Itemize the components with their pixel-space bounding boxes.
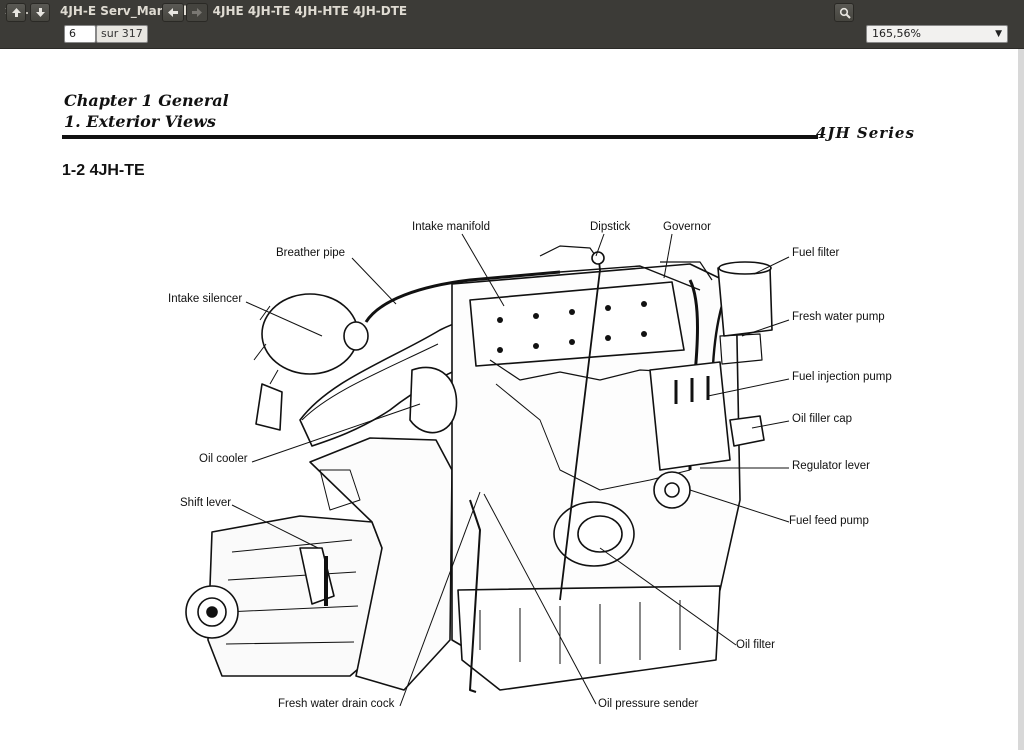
fuel-injection-pump — [649, 361, 731, 471]
header-rule — [62, 135, 818, 139]
label-fuel-feed-pump: Fuel feed pump — [789, 515, 869, 527]
dropdown-arrow-icon: ▼ — [995, 29, 1002, 39]
label-regulator-lever: Regulator lever — [792, 460, 870, 472]
arrow-right-icon — [192, 8, 202, 17]
window-titlebar: 4JH-E Serv_Man.pdf — 4JHE 4JH-TE 4JH-HTE… — [0, 0, 1024, 22]
label-fuel-injection-pump: Fuel injection pump — [792, 371, 892, 383]
fuel-feed-pump — [653, 471, 691, 509]
chapter-title: Chapter 1 General — [64, 91, 229, 110]
window-title: 4JH-E Serv_Man.pdf — 4JHE 4JH-TE 4JH-HTE… — [60, 4, 408, 18]
label-oil-pressure-sender: Oil pressure sender — [598, 698, 699, 710]
transmission-housing — [207, 515, 383, 677]
chapter-heading: Chapter 1 General 1. Exterior Views — [64, 90, 229, 132]
oil-filler-cap — [729, 415, 765, 447]
history-forward-button[interactable] — [186, 3, 208, 22]
history-back-button[interactable] — [162, 3, 184, 22]
section-title: 1-2 4JH-TE — [62, 162, 145, 179]
label-shift-lever: Shift lever — [180, 497, 232, 509]
search-icon — [839, 7, 851, 19]
arrow-up-icon — [12, 8, 21, 17]
label-fresh-water-drain-cock: Fresh water drain cock — [278, 698, 395, 710]
label-oil-filter: Oil filter — [736, 639, 775, 651]
arrow-left-icon — [168, 8, 178, 17]
series-label: 4JH Series — [816, 124, 915, 142]
next-page-button[interactable] — [30, 3, 50, 22]
viewer-toolbar — [0, 22, 1024, 49]
label-dipstick: Dipstick — [590, 221, 631, 233]
zoom-select[interactable]: 165,56% ▼ — [866, 25, 1008, 43]
label-intake-manifold: Intake manifold — [412, 221, 490, 233]
bell-housing — [309, 437, 453, 691]
label-breather-pipe: Breather pipe — [276, 247, 346, 259]
label-oil-filler-cap: Oil filler cap — [792, 413, 853, 425]
page-edge — [1018, 49, 1024, 750]
page-total-label: sur 317 — [96, 25, 148, 43]
previous-page-button[interactable] — [6, 3, 26, 22]
oil-pan — [457, 585, 721, 691]
arrow-down-icon — [36, 8, 45, 17]
chapter-subtitle: 1. Exterior Views — [64, 112, 216, 131]
breather-pipe — [364, 270, 561, 323]
label-fresh-water-pump: Fresh water pump — [792, 311, 885, 323]
label-fuel-filter: Fuel filter — [792, 247, 840, 259]
label-governor: Governor — [663, 221, 711, 233]
label-intake-silencer: Intake silencer — [168, 293, 243, 305]
page-number-input[interactable]: 6 — [64, 25, 96, 43]
zoom-value: 165,56% — [872, 27, 921, 40]
oil-cooler — [409, 366, 458, 434]
cylinder-head — [469, 281, 685, 367]
fuel-filter — [717, 267, 773, 337]
search-button[interactable] — [834, 3, 854, 22]
turbo-outlet — [255, 383, 283, 431]
oil-filter — [553, 501, 635, 567]
label-oil-cooler: Oil cooler — [199, 453, 248, 465]
